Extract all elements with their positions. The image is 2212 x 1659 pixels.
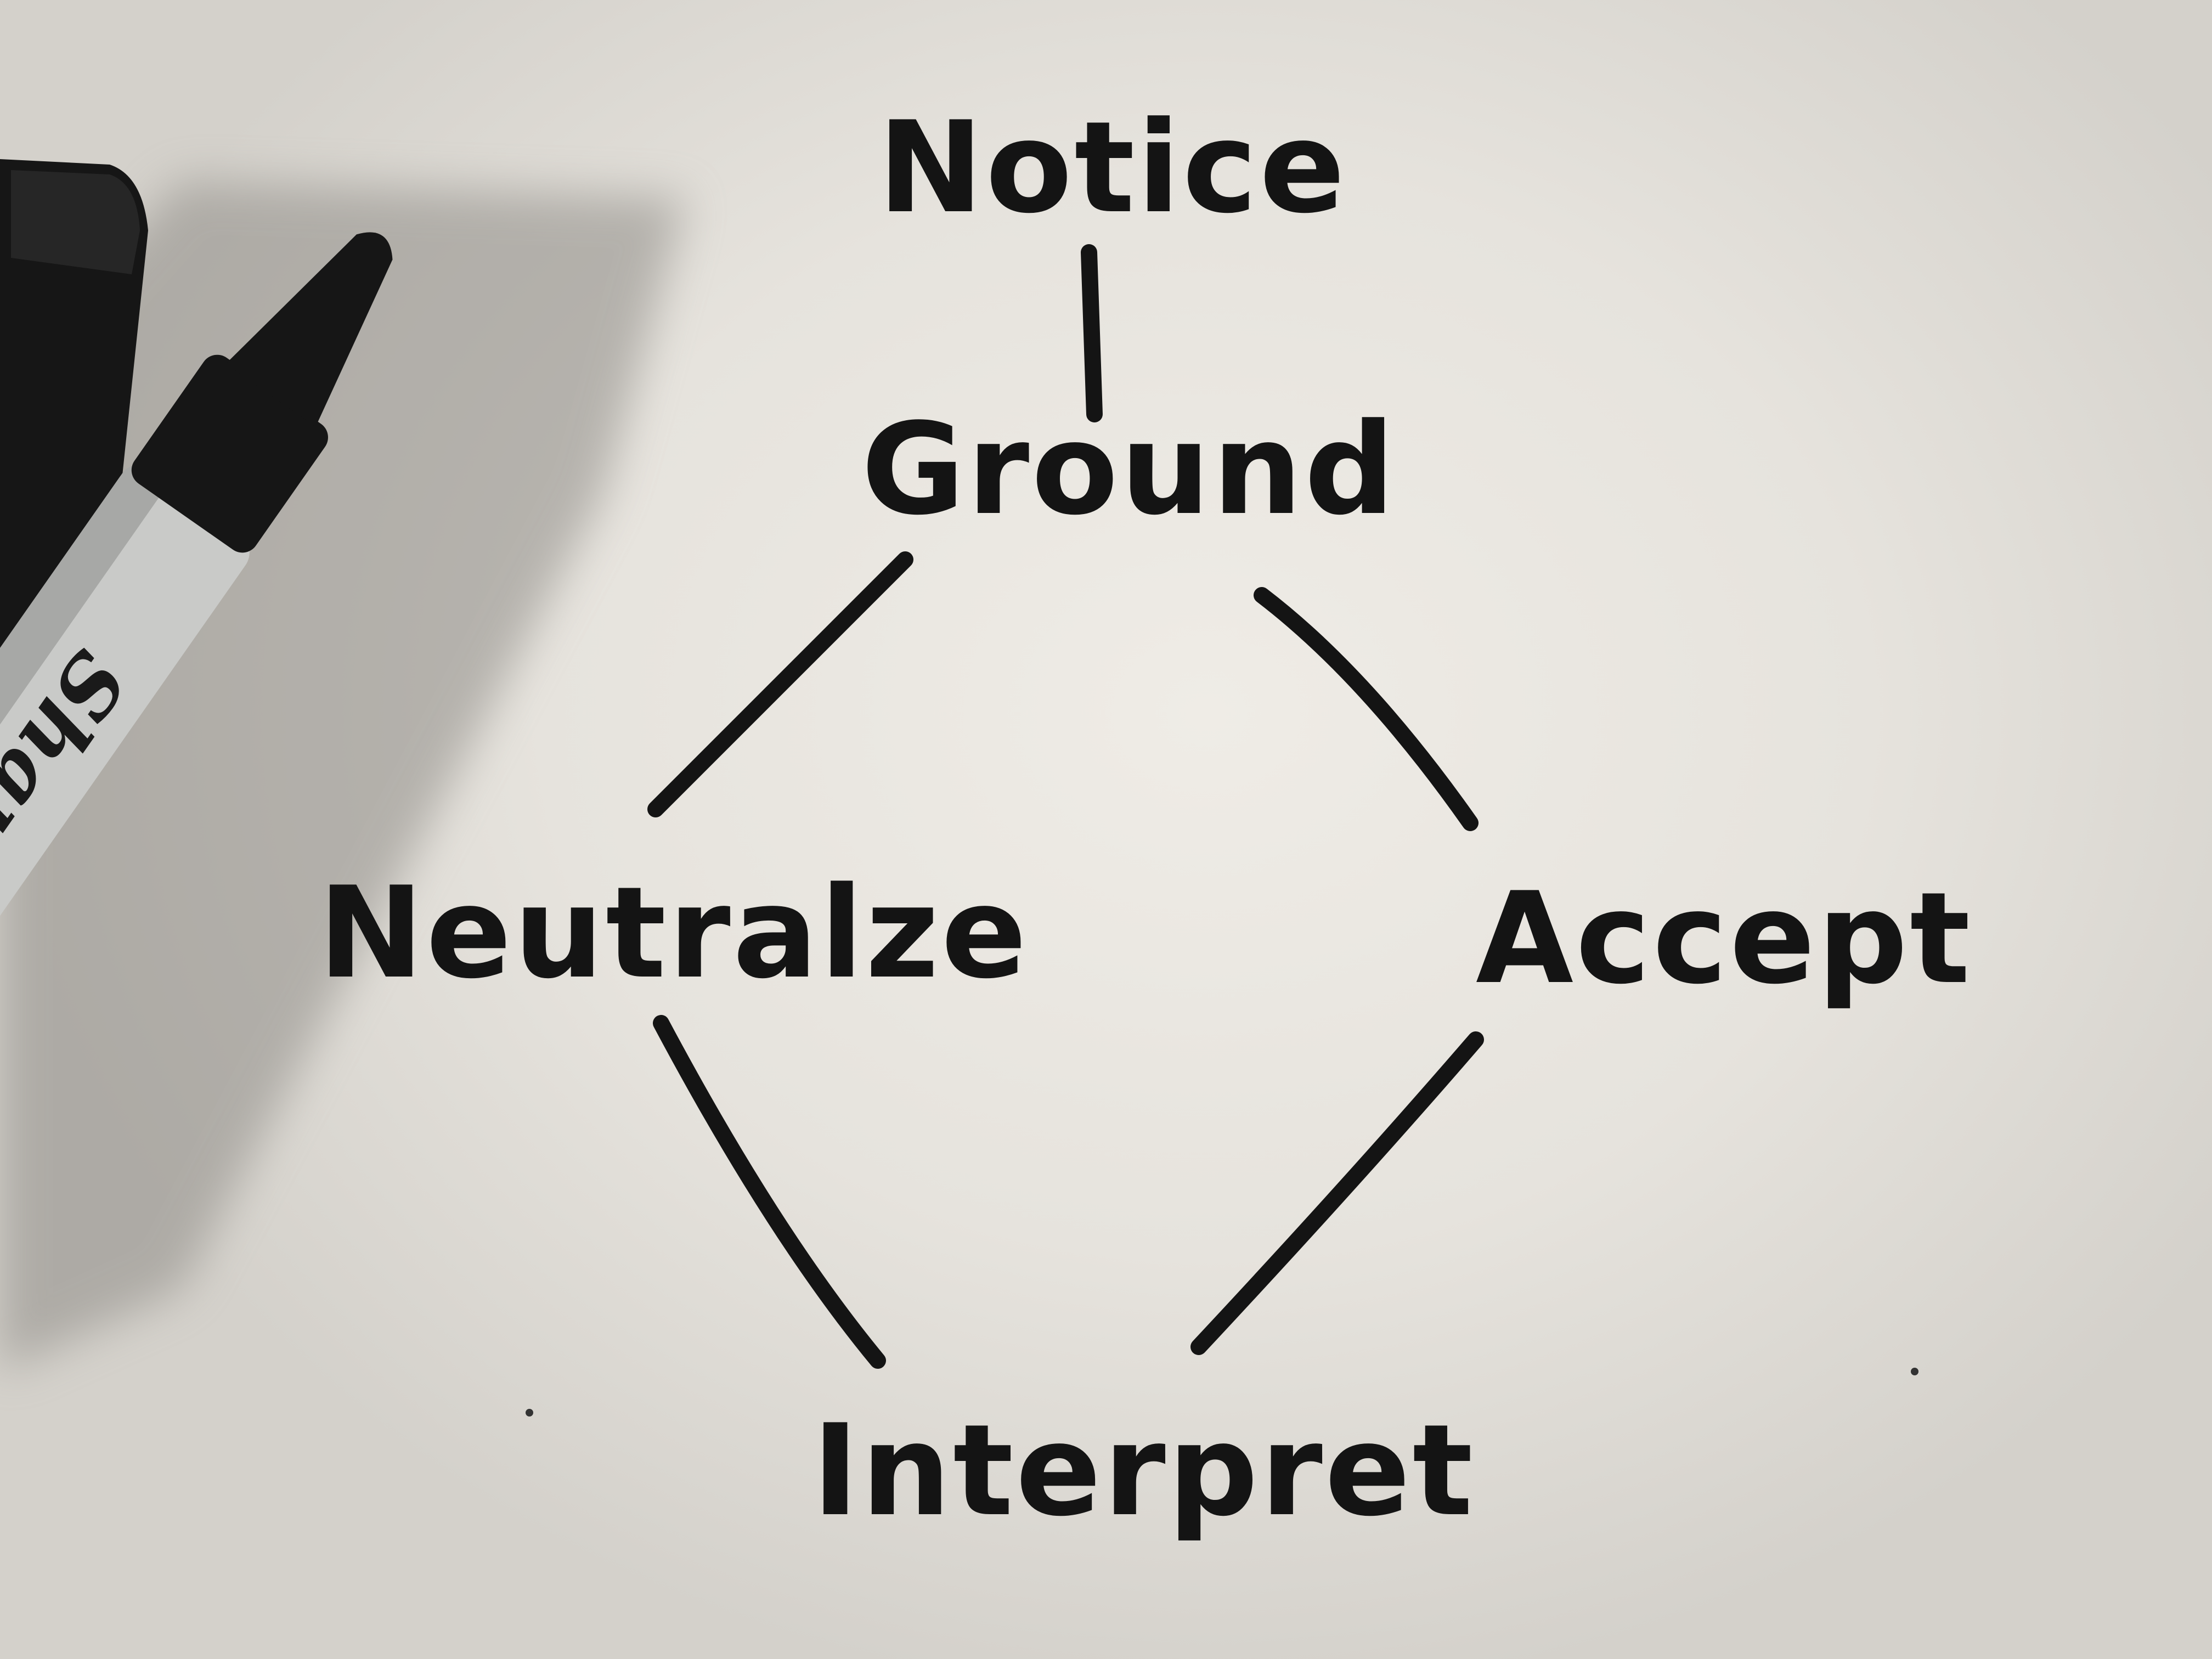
- paper-speck: [526, 1409, 533, 1417]
- marker-grip: [131, 354, 328, 553]
- marker-tip: [225, 232, 393, 427]
- edge-accept-interpret: [1190, 1031, 1484, 1355]
- marker-barrel: [0, 467, 250, 1280]
- node-interpret: Interpret: [812, 1398, 1475, 1544]
- marker-barrel-shade: [0, 465, 162, 1220]
- node-ground: Ground: [861, 397, 1397, 543]
- node-notice: Notice: [878, 95, 1347, 241]
- node-neutralize: Neutralze: [318, 860, 1029, 1007]
- paper-speck: [1911, 1368, 1918, 1375]
- edge-ground-accept: [1254, 587, 1479, 831]
- edge-neutralize-interpret: [653, 1015, 886, 1369]
- edge-notice-ground: [1081, 244, 1103, 422]
- node-accept: Accept: [1476, 866, 1972, 1012]
- edge-ground-neutralize: [647, 551, 913, 817]
